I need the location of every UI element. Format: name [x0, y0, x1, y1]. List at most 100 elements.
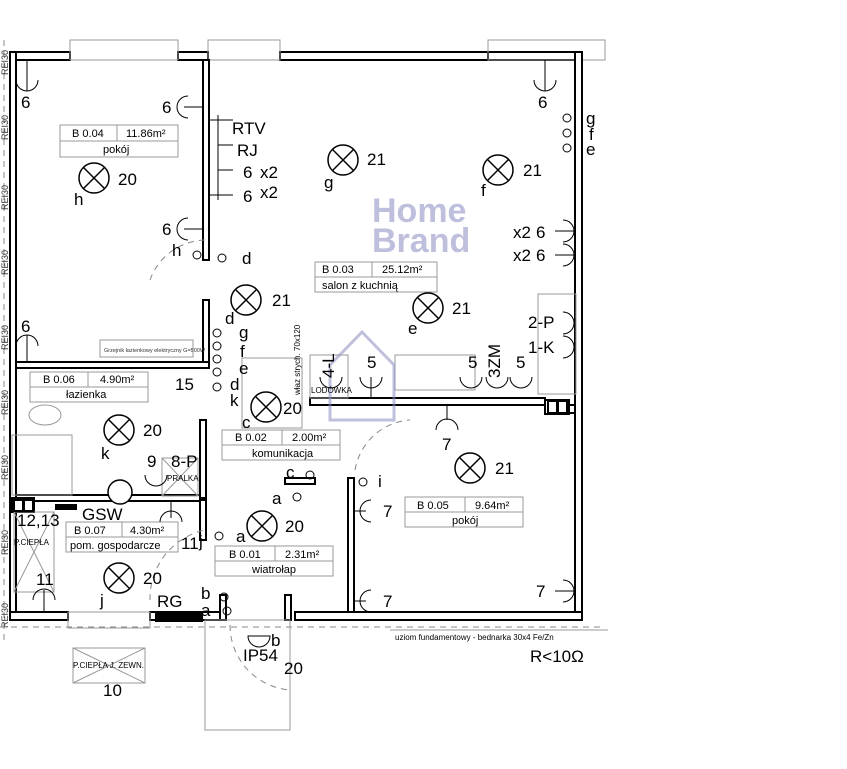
- walls: [9, 39, 606, 629]
- svg-text:łazienka: łazienka: [66, 389, 107, 401]
- svg-text:20: 20: [118, 170, 137, 189]
- svg-text:21: 21: [272, 291, 291, 310]
- light-fixture-e: e 21: [408, 292, 471, 338]
- svg-text:e: e: [586, 140, 595, 159]
- svg-text:REI30: REI30: [0, 250, 10, 275]
- svg-text:a: a: [236, 527, 246, 546]
- svg-text:REI30: REI30: [0, 325, 10, 350]
- svg-text:k: k: [230, 391, 239, 410]
- svg-text:8-P: 8-P: [171, 452, 197, 471]
- svg-text:a: a: [272, 489, 282, 508]
- svg-text:k: k: [101, 444, 110, 463]
- svg-text:20: 20: [143, 569, 162, 588]
- svg-text:x2: x2: [513, 223, 531, 242]
- svg-text:20: 20: [284, 659, 303, 678]
- svg-text:c: c: [286, 463, 295, 482]
- svg-text:4.30m²: 4.30m²: [130, 525, 165, 537]
- svg-text:e: e: [239, 359, 248, 378]
- light-fixture-g: g21: [324, 144, 386, 192]
- svg-text:IP54: IP54: [243, 646, 278, 665]
- fixtures-outlines: [11, 239, 577, 731]
- light-fixture-d: d 21: [225, 284, 291, 328]
- svg-text:h: h: [172, 241, 181, 260]
- svg-text:h: h: [74, 190, 83, 209]
- svg-text:pom. gospodarcze: pom. gospodarcze: [70, 540, 161, 552]
- svg-text:B 0.02: B 0.02: [235, 432, 267, 444]
- svg-text:B 0.06: B 0.06: [43, 374, 75, 386]
- svg-text:f: f: [240, 342, 245, 361]
- svg-text:B 0.05: B 0.05: [417, 500, 449, 512]
- svg-text:11.86m²: 11.86m²: [126, 128, 166, 140]
- light-fixture-j: j 20: [99, 562, 162, 610]
- switch-symbols: [192, 113, 572, 616]
- light-fixture-i: 21: [454, 452, 514, 484]
- svg-text:7: 7: [442, 435, 451, 454]
- svg-text:21: 21: [452, 299, 471, 318]
- svg-text:PRALKA: PRALKA: [167, 474, 199, 483]
- rei-labels: REI30 REI30 REI30 REI30 REI30 REI30 REI3…: [0, 50, 10, 628]
- svg-text:d: d: [230, 375, 239, 394]
- svg-text:2-P: 2-P: [528, 313, 554, 332]
- svg-text:REI30: REI30: [0, 455, 10, 480]
- light-fixture-k: k20: [101, 414, 162, 463]
- svg-text:11: 11: [36, 570, 54, 589]
- svg-text:g: g: [239, 323, 248, 342]
- svg-text:a: a: [201, 601, 211, 620]
- svg-text:6: 6: [162, 220, 171, 239]
- svg-text:1-K: 1-K: [528, 338, 555, 357]
- switch-labels: h d g f e d k g f e c a i b a j: [172, 109, 595, 620]
- svg-text:d: d: [225, 309, 234, 328]
- svg-text:c: c: [242, 413, 251, 432]
- svg-text:5: 5: [468, 353, 477, 372]
- svg-text:11: 11: [181, 534, 199, 553]
- svg-text:i: i: [378, 472, 382, 491]
- svg-text:15: 15: [175, 375, 194, 394]
- svg-text:20: 20: [285, 517, 304, 536]
- svg-text:REI30: REI30: [0, 603, 10, 628]
- svg-text:RJ: RJ: [237, 141, 258, 160]
- svg-text:6: 6: [536, 246, 545, 265]
- svg-text:x2: x2: [513, 246, 531, 265]
- svg-text:f: f: [589, 125, 594, 144]
- light-fixture-h: h 20: [74, 162, 137, 209]
- watermark-logo: Home Brand: [328, 192, 470, 422]
- svg-text:2.00m²: 2.00m²: [292, 432, 327, 444]
- svg-text:P.CIEPŁA: P.CIEPŁA: [14, 538, 50, 547]
- svg-text:B 0.01: B 0.01: [229, 549, 261, 561]
- svg-text:12,13: 12,13: [17, 511, 60, 530]
- svg-text:2.31m²: 2.31m²: [285, 549, 320, 561]
- svg-text:R<10Ω: R<10Ω: [530, 647, 584, 666]
- svg-text:6: 6: [21, 317, 30, 336]
- svg-text:REI30: REI30: [0, 530, 10, 555]
- svg-text:9.64m²: 9.64m²: [475, 500, 510, 512]
- svg-text:9: 9: [147, 452, 156, 471]
- svg-text:7: 7: [383, 502, 392, 521]
- svg-text:właz strych. 70x120: właz strych. 70x120: [293, 324, 302, 396]
- svg-text:REI30: REI30: [0, 390, 10, 415]
- svg-text:e: e: [408, 319, 417, 338]
- svg-text:5: 5: [516, 353, 525, 372]
- svg-text:10: 10: [103, 681, 122, 700]
- svg-text:x2: x2: [260, 163, 278, 182]
- svg-text:25.12m²: 25.12m²: [382, 264, 423, 276]
- svg-text:d: d: [242, 249, 251, 268]
- svg-text:6: 6: [243, 163, 252, 182]
- svg-text:RTV: RTV: [232, 119, 266, 138]
- svg-text:pokój: pokój: [103, 144, 129, 156]
- svg-text:RG: RG: [157, 592, 183, 611]
- light-fixture-laundry: [107, 479, 133, 505]
- svg-text:j: j: [99, 591, 104, 610]
- ventilation-boxes: [13, 400, 568, 512]
- light-fixture-a: a 20: [236, 510, 304, 546]
- svg-text:Home: Home: [372, 192, 466, 230]
- svg-text:b: b: [271, 631, 280, 650]
